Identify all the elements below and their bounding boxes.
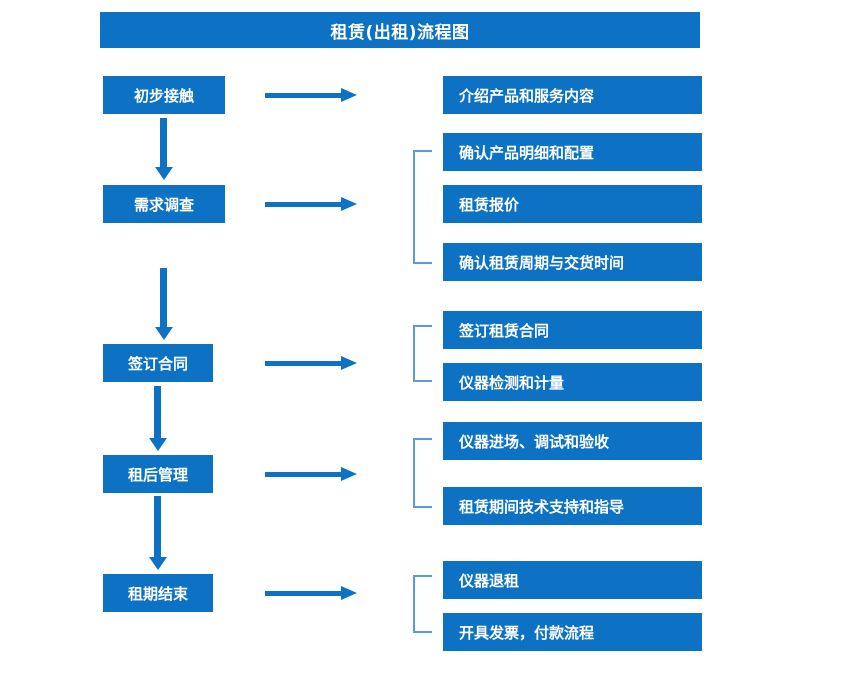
arrow-right-icon-4: [265, 467, 357, 481]
square-bracket-icon-demand-survey: [413, 150, 432, 264]
arrow-head: [341, 586, 357, 600]
stage-box-post-rental-management[interactable]: 租后管理: [103, 455, 213, 493]
flowchart-title: 租赁(出租)流程图: [100, 12, 700, 48]
detail-box-confirm-lease-period[interactable]: 确认租赁周期与交货时间: [443, 243, 702, 281]
arrow-shaft: [265, 93, 341, 98]
detail-box-sign-lease-contract[interactable]: 签订租赁合同: [443, 311, 702, 349]
arrow-head: [155, 327, 173, 340]
square-bracket-icon-post-rental: [413, 438, 432, 508]
stage-box-sign-contract[interactable]: 签订合同: [103, 344, 213, 382]
arrow-head: [341, 356, 357, 370]
detail-box-instrument-entry-debug[interactable]: 仪器进场、调试和验收: [443, 422, 702, 460]
arrow-head: [341, 88, 357, 102]
arrow-shaft: [160, 118, 167, 167]
detail-box-technical-support[interactable]: 租赁期间技术支持和指导: [443, 487, 702, 525]
arrow-down-icon-3: [149, 386, 167, 451]
arrow-head: [149, 438, 167, 451]
detail-box-instrument-inspection[interactable]: 仪器检测和计量: [443, 363, 702, 401]
arrow-shaft: [160, 268, 167, 327]
arrow-head: [149, 557, 167, 570]
arrow-down-icon-4: [149, 496, 167, 570]
arrow-down-icon-1: [155, 118, 173, 180]
stage-box-initial-contact[interactable]: 初步接触: [103, 76, 225, 114]
arrow-right-icon-3: [265, 356, 357, 370]
arrow-head: [341, 197, 357, 211]
arrow-shaft: [265, 472, 341, 477]
arrow-shaft: [265, 361, 341, 366]
arrow-shaft: [154, 496, 161, 557]
arrow-shaft: [265, 591, 341, 596]
detail-box-invoice-payment[interactable]: 开具发票，付款流程: [443, 613, 702, 651]
detail-box-confirm-product-spec[interactable]: 确认产品明细和配置: [443, 133, 702, 171]
stage-box-lease-end[interactable]: 租期结束: [103, 574, 213, 612]
arrow-shaft: [154, 386, 161, 438]
arrow-head: [155, 167, 173, 180]
arrow-right-icon-1: [265, 88, 357, 102]
arrow-right-icon-5: [265, 586, 357, 600]
stage-box-demand-survey[interactable]: 需求调查: [103, 185, 225, 223]
detail-box-instrument-return[interactable]: 仪器退租: [443, 561, 702, 599]
square-bracket-icon-sign-contract: [413, 325, 432, 382]
square-bracket-icon-lease-end: [413, 575, 432, 633]
arrow-down-icon-2: [155, 268, 173, 340]
detail-box-lease-quotation[interactable]: 租赁报价: [443, 185, 702, 223]
detail-box-introduce-products[interactable]: 介绍产品和服务内容: [443, 76, 702, 114]
arrow-right-icon-2: [265, 197, 357, 211]
arrow-shaft: [265, 202, 341, 207]
arrow-head: [341, 467, 357, 481]
